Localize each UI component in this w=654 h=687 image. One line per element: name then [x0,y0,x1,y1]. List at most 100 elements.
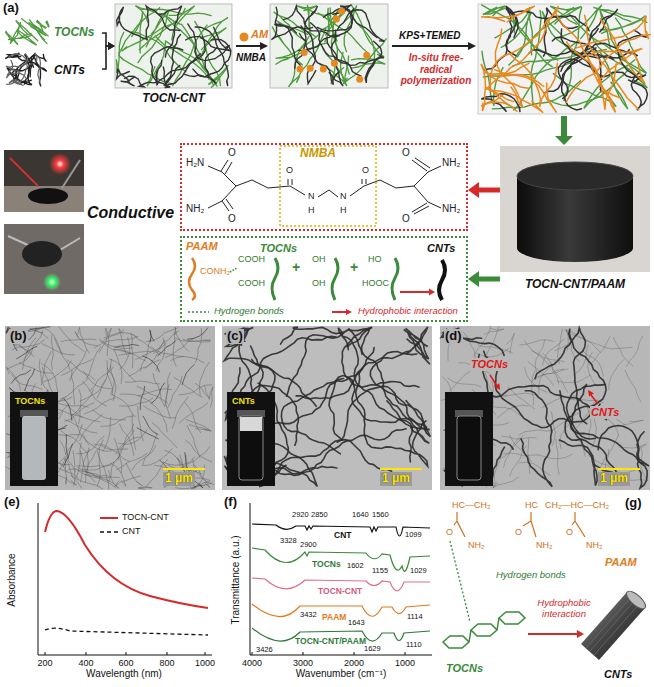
drawn-shape [188,311,209,313]
figure-label: TOCNs [312,560,341,570]
figure-label: (f) [224,495,237,510]
fiber [99,328,111,353]
connector-group [102,42,115,69]
fiber [151,47,183,85]
fiber [77,443,82,477]
fiber [157,54,201,84]
drawn-shape [471,624,497,636]
fiber [539,364,554,393]
fiber [259,440,392,487]
fiber [29,22,49,40]
drawn-shape [227,392,275,486]
connector [102,33,109,46]
fiber [69,469,103,477]
monomer-dot [331,60,338,67]
fiber [482,5,552,67]
drawn-shape [561,116,567,137]
node-text: CNTs [231,396,256,406]
fiber [117,7,148,40]
fiber [30,53,40,82]
figure-label: 4000 [242,658,262,668]
fiber [114,350,122,384]
monomer-dot [363,52,370,59]
connector [478,277,500,282]
fiber [140,386,144,409]
fiber [78,327,90,353]
figure-label: TOCN-CNT/PAAM [295,637,366,647]
fiber [442,328,505,356]
fiber [551,362,568,392]
figure-label: TOCN-CNT [318,587,362,597]
fiber [153,373,165,406]
figure-label: + [292,259,300,275]
fiber [619,444,646,448]
figure-label: CH₂—HC—CH₂ [545,500,609,510]
fiber [225,336,336,413]
fiber [116,424,134,454]
figure-label: NH₂ [586,540,603,550]
drawn-shape [494,383,500,390]
figure-label: 1000 [195,658,215,668]
fiber [583,51,616,110]
drawn-shape [517,162,633,190]
fiber [179,403,207,423]
figure-label: TOCNs [446,662,483,675]
fiber [17,30,36,45]
figure-label: OH [312,278,326,288]
fiber [329,30,343,86]
micrograph: CNTs1 μm [222,326,432,490]
fiber [113,350,145,362]
fiber [592,414,597,448]
node-text: NMBA [300,147,336,161]
fiber [75,332,97,346]
fiber [535,340,545,373]
node-text: 1 μm [163,472,195,486]
node-text: TOCN-CNT [142,92,204,106]
figure-label: NH₂ [468,540,485,550]
fiber [136,343,167,359]
fiber [6,367,20,390]
fiber [295,6,318,68]
monomer-dot [333,16,340,23]
figure-label: KPS+TEMED [399,30,460,42]
fiber [404,328,430,364]
fiber [108,471,119,489]
monomer-dot [356,76,363,83]
fiber [64,399,72,421]
figure-label: 1155 [372,567,388,576]
fiber [146,328,178,342]
arrowhead [468,271,479,287]
figure-label: 2900 [300,541,317,550]
node-text: TOCNs [260,242,297,255]
fiber [137,386,168,402]
node-text: CNTs [54,64,85,78]
fiber [588,353,596,385]
monomer-dot [301,49,308,56]
drawn-path [45,652,205,655]
drawn-path [439,260,445,300]
connector-group [468,271,500,287]
fiber [132,11,143,53]
fiber [333,6,377,38]
fiber [528,439,530,474]
fiber [143,434,157,465]
fiber [36,20,46,31]
drawn-shape [392,45,469,47]
fiber [77,465,112,467]
tem-ground [222,326,432,490]
fiber [338,328,412,462]
fiber [569,329,606,439]
drawn-shape [624,588,649,611]
overlays [4,33,650,661]
node-text: 1 μm [598,472,630,486]
fiber [100,341,132,354]
fiber [193,459,214,484]
fiber [39,359,49,391]
fiber [125,381,160,384]
image-box: TOCNs [4,18,102,48]
drawn-shape [443,636,469,648]
image-ground [478,4,650,114]
drawn-path [252,548,430,571]
figure-label: O [402,147,410,159]
fiber [557,375,590,382]
